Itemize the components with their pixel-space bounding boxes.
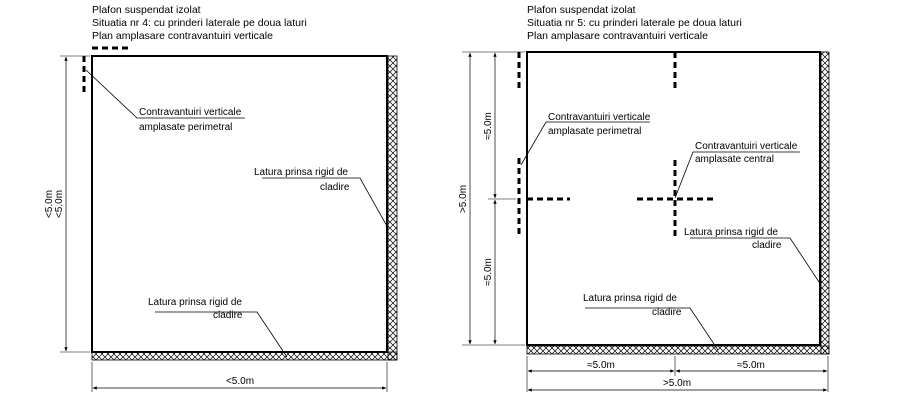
right-perimeter-label-line1: Contravantuiri verticale [548, 112, 651, 123]
left-rigid-bottom-label-line2: cladire [213, 310, 243, 321]
left-dim-horizontal-label: <5.0m [226, 376, 254, 387]
right-rigid-bottom-label-line2: cladire [652, 307, 682, 318]
left-rigid-bottom-label-line1: Latura prinsa rigid de [148, 297, 242, 308]
left-dim-vertical-label1: <5.0m [44, 190, 55, 218]
right-rigid-bottom-label-line1: Latura prinsa rigid de [583, 293, 677, 304]
right-rigid-right-label-line2: cladire [752, 240, 782, 251]
left-brace-label-line1: Contravantuiri verticale [139, 107, 242, 118]
left-rigid-side-bottom [91, 351, 398, 361]
right-central-label-line1: Contravantuiri verticale [695, 141, 798, 152]
right-perimeter-leader [520, 121, 650, 166]
left-brace-leader [85, 69, 245, 119]
left-drawing: Plafon suspendat izolat Situatia nr 4: c… [44, 4, 398, 392]
right-dim-horizontal-right-label: ≈5.0m [737, 360, 765, 371]
left-dim-vertical-label2: <5.0m [54, 190, 65, 218]
right-dim-horizontal-total-label: >5.0m [663, 378, 691, 389]
right-rigid-right-leader [690, 237, 822, 286]
left-rigid-right-label-line2: cladire [320, 182, 350, 193]
right-rigid-bottom-leader [585, 307, 719, 351]
left-title-line2: Situatia nr 4: cu prinderi laterale pe d… [92, 17, 307, 29]
right-drawing: Plafon suspendat izolat Situatia nr 5: c… [458, 4, 830, 392]
left-rigid-right-leader [262, 177, 389, 229]
right-dim-vertical-total-label: >5.0m [458, 185, 469, 213]
left-rigid-bottom-leader [155, 311, 288, 358]
right-rigid-side-right [820, 51, 830, 355]
right-title-line3: Plan amplasare contravantuiri verticale [527, 30, 708, 42]
right-dim-horizontal-left-label: ≈5.0m [587, 360, 615, 371]
left-rigid-side-right [387, 55, 398, 361]
right-central-leader [674, 151, 800, 199]
right-dim-vertical-bottom-label: ≈5.0m [483, 258, 494, 286]
left-brace-label-line2: amplasate perimetral [139, 122, 232, 133]
left-title-line1: Plafon suspendat izolat [92, 4, 201, 16]
left-title-line3: Plan amplasare contravantuiri verticale [92, 30, 273, 42]
right-central-label-line2: amplasate central [695, 154, 774, 165]
right-rigid-side-bottom [526, 345, 830, 355]
right-title-line1: Plafon suspendat izolat [527, 4, 636, 16]
right-rigid-right-label-line1: Latura prinsa rigid de [684, 227, 778, 238]
left-rigid-right-label-line1: Latura prinsa rigid de [254, 167, 348, 178]
right-dim-vertical-top-label: ≈5.0m [483, 112, 494, 140]
right-perimeter-label-line2: amplasate perimetral [548, 126, 641, 137]
right-title-line2: Situatia nr 5: cu prinderi laterale pe d… [527, 17, 742, 29]
